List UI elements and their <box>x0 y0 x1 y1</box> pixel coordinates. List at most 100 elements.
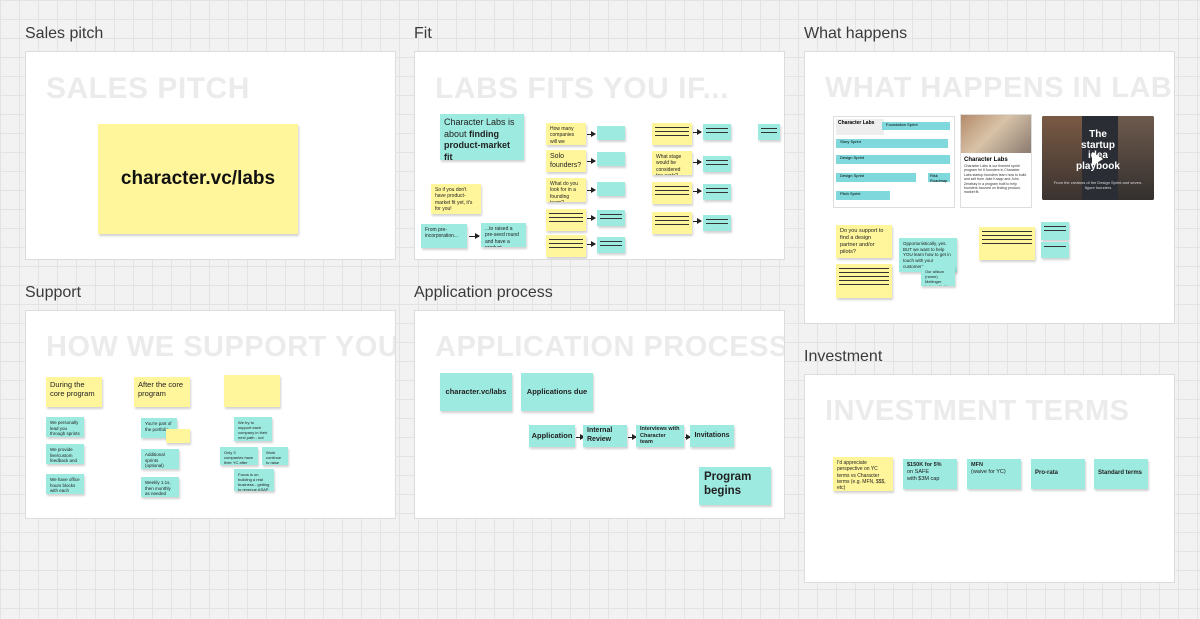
sticky-lines[interactable] <box>652 182 692 204</box>
sticky-lines[interactable] <box>836 264 892 298</box>
arrow <box>693 159 702 165</box>
arrow <box>693 129 702 135</box>
frame-label-what-happens: What happens <box>804 25 908 42</box>
sticky-no-pmf[interactable]: So if you don't have product-market fit … <box>431 184 481 214</box>
sticky-lines[interactable] <box>546 209 586 231</box>
sticky-answer[interactable] <box>597 152 625 166</box>
sticky-lines[interactable] <box>597 237 625 253</box>
frame-label-fit: Fit <box>414 25 432 42</box>
frame-sales-pitch[interactable]: SALES PITCH character.vc/labs <box>25 51 396 260</box>
sticky-url[interactable]: character.vc/labs <box>440 373 512 411</box>
sticky-solo[interactable]: Solo founders? <box>546 150 586 172</box>
sticky-lines[interactable] <box>758 124 780 140</box>
sticky-during[interactable]: During the core program <box>46 377 102 407</box>
sticky-design-partner[interactable]: Do you support to find a design partner … <box>836 225 892 258</box>
sticky-url[interactable]: character.vc/labs <box>98 124 298 234</box>
sticky-a7[interactable]: Focus is on building a real business - g… <box>234 469 274 491</box>
sticky-a2[interactable]: Additional sprints (optional) <box>141 449 179 469</box>
sticky-lines[interactable] <box>703 215 731 231</box>
arrow <box>576 434 585 440</box>
sticky-lines[interactable] <box>597 210 625 226</box>
arrow <box>628 434 637 440</box>
frame-label-support: Support <box>25 284 82 301</box>
frame-heading: HOW WE SUPPORT YOU <box>46 331 396 363</box>
sticky-how-many[interactable]: How many companies will we accept? <box>546 123 586 145</box>
frame-heading: INVESTMENT TERMS <box>825 395 1130 427</box>
sticky-d2[interactable]: We provide live/custom feedback and coac… <box>46 444 84 464</box>
video-person <box>1042 116 1082 200</box>
sticky-lines[interactable] <box>1041 222 1069 240</box>
arrow <box>587 241 596 247</box>
sticky-terms[interactable]: $150K for 5% on SAFE with $3M cap <box>903 459 957 489</box>
card-text: Character Labs is our themed sprint prog… <box>964 164 1027 195</box>
video-person <box>1118 116 1154 200</box>
roadmap-bar: Design Sprint <box>836 155 950 164</box>
sticky-a5[interactable]: Only 3 companies have their YC after Lab… <box>220 447 258 465</box>
sticky-standard-terms[interactable]: Standard terms <box>1094 459 1148 489</box>
sticky-what-do[interactable]: What do you look for in a founding team? <box>546 178 586 202</box>
sticky-a6[interactable]: Work continue to raise pre-seed or seed … <box>262 447 288 465</box>
sticky-what-stage[interactable]: What stage would be considered too early… <box>652 151 692 175</box>
sticky-program-begins[interactable]: Program begins <box>699 467 771 505</box>
sticky-lines[interactable] <box>1041 242 1069 258</box>
sticky-mfn[interactable]: MFN (waive for YC) <box>967 459 1021 489</box>
sticky-a4[interactable]: We try to support each company in their … <box>234 417 272 441</box>
sticky-lines[interactable] <box>652 123 692 145</box>
roadmap-title: Character Labs <box>836 119 884 135</box>
sticky-answer[interactable] <box>597 182 625 196</box>
sticky-after[interactable]: After the core program <box>134 377 190 407</box>
sticky-applications-due[interactable]: Applications due <box>521 373 593 411</box>
sticky-answer[interactable] <box>597 126 625 140</box>
frame-heading: WHAT HAPPENS IN LABS <box>825 72 1175 104</box>
arrow <box>685 434 691 440</box>
video-subtitle: From the creators of the Design Sprint a… <box>1053 180 1143 190</box>
sticky-lines[interactable] <box>703 184 731 200</box>
frame-heading: APPLICATION PROCESS <box>435 331 785 363</box>
frame-application[interactable]: APPLICATION PROCESS character.vc/labs Ap… <box>414 310 785 519</box>
sticky-allison[interactable]: Our allison (name) Meltinger helps with … <box>921 266 955 286</box>
frame-label-investment: Investment <box>804 348 883 365</box>
roadmap-bar: Foundation Sprint <box>882 122 950 130</box>
arrow <box>693 218 702 224</box>
frame-heading: SALES PITCH <box>46 72 250 105</box>
sticky-raised[interactable]: ...to raised a pre-seed round and have a… <box>481 223 526 247</box>
sticky-note[interactable] <box>224 375 280 407</box>
arrow <box>469 233 480 239</box>
sticky-perspective[interactable]: I'd appreciate perspective on YC terms v… <box>833 457 893 491</box>
sticky-d1[interactable]: We personally lead you through sprints <box>46 417 84 437</box>
character-labs-card[interactable]: Character Labs Character Labs is our the… <box>960 114 1032 208</box>
frame-support[interactable]: HOW WE SUPPORT YOU During the core progr… <box>25 310 396 519</box>
sticky-lines[interactable] <box>546 235 586 257</box>
card-photo <box>961 115 1031 153</box>
roadmap-bar: Design Sprint <box>836 173 916 182</box>
frame-heading: LABS FITS YOU IF... <box>435 72 729 105</box>
sticky-d3[interactable]: We have office hours blocks with each te… <box>46 474 84 494</box>
step-internal-review[interactable]: Internal Review <box>583 425 627 447</box>
roadmap-image[interactable]: Character Labs Foundation Sprint Story S… <box>833 116 955 208</box>
arrow <box>587 215 596 221</box>
arrow <box>587 158 596 164</box>
sticky-a3[interactable]: Weekly 1:1s, then monthly as needed <box>141 477 179 497</box>
frame-what-happens[interactable]: WHAT HAPPENS IN LABS Character Labs Foun… <box>804 51 1175 324</box>
sticky-fit-intro[interactable]: Character Labs is about finding product-… <box>440 114 524 160</box>
sticky-lines[interactable] <box>703 124 731 140</box>
step-interviews[interactable]: Interviews with Character team <box>636 425 684 447</box>
roadmap-bar: Risk Roadmap <box>928 173 950 183</box>
step-application[interactable]: Application <box>529 425 575 447</box>
sticky-lines[interactable] <box>979 227 1035 260</box>
frame-fit[interactable]: LABS FITS YOU IF... Character Labs is ab… <box>414 51 785 260</box>
frame-label-application: Application process <box>414 284 553 301</box>
sticky-lines[interactable] <box>703 156 731 172</box>
video-thumbnail[interactable]: The startup idea playbook From the creat… <box>1042 116 1154 200</box>
sticky-prorata[interactable]: Pro-rata <box>1031 459 1085 489</box>
sticky-lines[interactable] <box>652 212 692 234</box>
sticky-note[interactable] <box>166 429 190 443</box>
sticky-pre-incorporation[interactable]: From pre-incorporation... <box>421 224 467 248</box>
play-icon[interactable] <box>1092 152 1103 166</box>
roadmap-bar: Pitch Sprint <box>836 191 890 200</box>
arrow <box>693 188 702 194</box>
step-invitations[interactable]: Invitations <box>690 425 734 447</box>
frame-investment[interactable]: INVESTMENT TERMS I'd appreciate perspect… <box>804 374 1175 583</box>
arrow <box>587 187 596 193</box>
frame-label-sales-pitch: Sales pitch <box>25 25 104 42</box>
